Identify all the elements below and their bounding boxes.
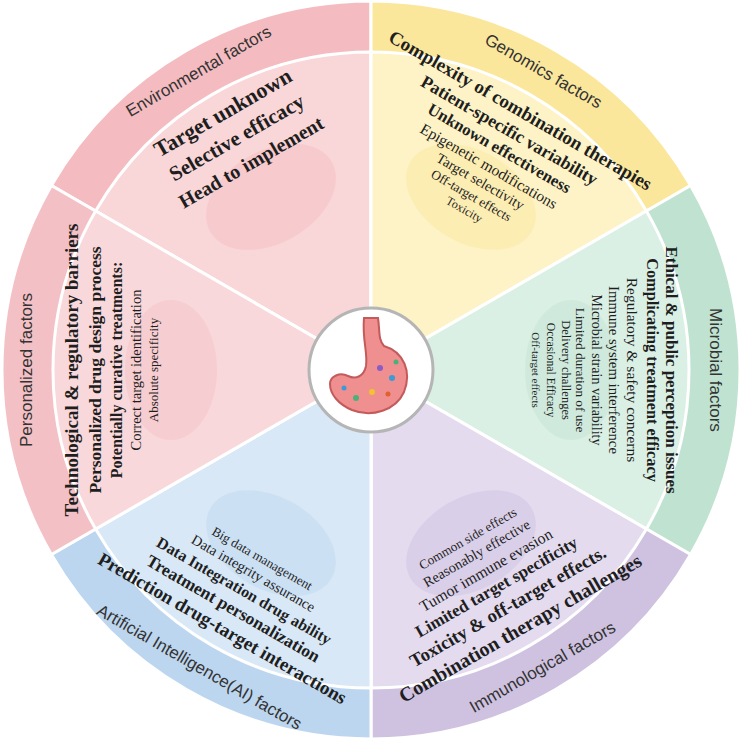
factor-item: Complicating treatment efficacy (642, 258, 660, 482)
factor-item: Delivery challenges (558, 320, 572, 420)
sector-title: Microbial factors (706, 308, 725, 432)
factor-item: Personalized drug design process (86, 246, 105, 493)
sector-title: Personalized factors (18, 293, 37, 447)
factor-item: Absolute specificity (147, 318, 161, 422)
factor-item: Off-target effects (530, 332, 542, 407)
factor-item: Potentially curative treatments: (108, 262, 126, 479)
factor-item: Ethical & public perception issues (661, 246, 680, 493)
factor-item: Regulatory & safety concerns (623, 278, 640, 463)
factor-item: Occasional Efficacy (544, 323, 557, 418)
factor-item: Technological & regulatory barriers (62, 224, 83, 517)
factor-item: Limited duration of use (573, 308, 588, 433)
factor-item: Microbial strain variability (589, 295, 604, 446)
factor-item: Correct target identification (129, 290, 145, 451)
factor-item: Immune system interference (606, 286, 622, 454)
